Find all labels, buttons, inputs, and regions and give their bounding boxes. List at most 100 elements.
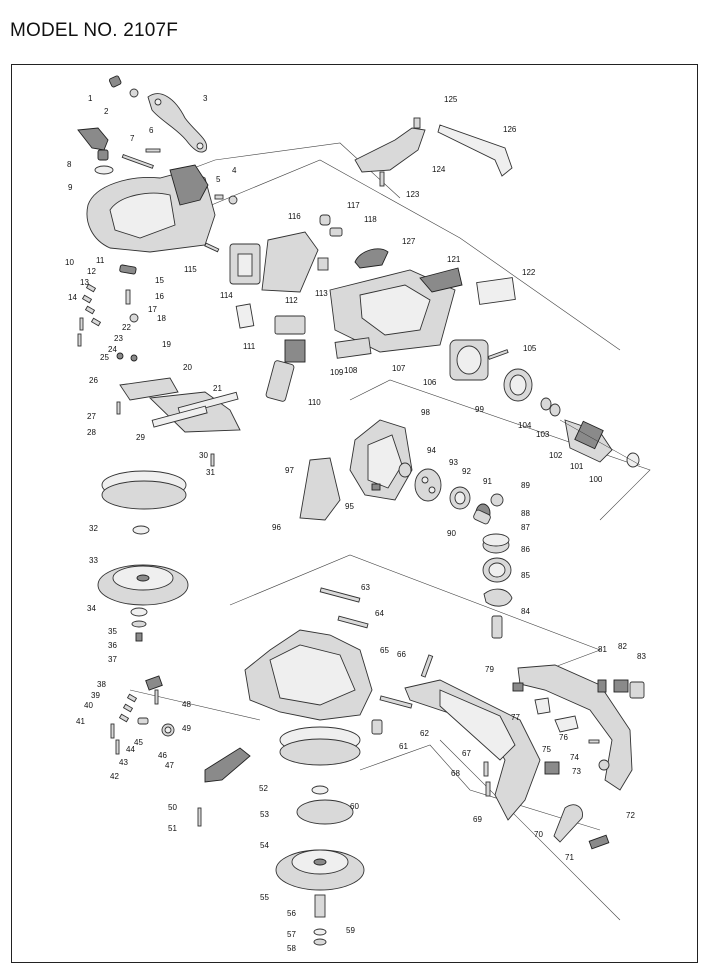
part-label-76: 76 bbox=[559, 733, 568, 742]
model-title: MODEL NO. 2107F bbox=[10, 20, 179, 41]
part-label-17: 17 bbox=[148, 305, 157, 314]
part-label-110: 110 bbox=[308, 398, 321, 407]
part-label-31: 31 bbox=[206, 468, 215, 477]
part-label-89: 89 bbox=[521, 481, 530, 490]
part-label-123: 123 bbox=[406, 190, 420, 199]
part-label-22: 22 bbox=[122, 323, 131, 332]
part-label-71: 71 bbox=[565, 853, 574, 862]
part-label-126: 126 bbox=[503, 125, 517, 134]
part-label-45: 45 bbox=[134, 738, 143, 747]
part-label-5: 5 bbox=[216, 175, 221, 184]
left-small-parts-column bbox=[77, 283, 102, 347]
part-label-35: 35 bbox=[108, 627, 117, 636]
upper-wheel-assembly bbox=[97, 470, 189, 642]
part-label-4: 4 bbox=[232, 166, 237, 175]
part-label-29: 29 bbox=[136, 433, 145, 442]
part-label-52: 52 bbox=[259, 784, 268, 793]
part-label-114: 114 bbox=[220, 291, 233, 300]
part-label-61: 61 bbox=[399, 742, 408, 751]
lower-guide-arm bbox=[404, 679, 541, 821]
part-label-33: 33 bbox=[89, 556, 98, 565]
part-label-55: 55 bbox=[260, 893, 269, 902]
part-label-54: 54 bbox=[260, 841, 269, 850]
top-bracket-assembly bbox=[354, 117, 513, 187]
part-label-6: 6 bbox=[149, 126, 154, 135]
part-label-38: 38 bbox=[97, 680, 106, 689]
part-label-95: 95 bbox=[345, 502, 354, 511]
part-label-97: 97 bbox=[285, 466, 294, 475]
part-label-7: 7 bbox=[130, 134, 135, 143]
part-label-24: 24 bbox=[108, 345, 117, 354]
part-label-46: 46 bbox=[158, 751, 167, 760]
part-label-77: 77 bbox=[511, 713, 520, 722]
part-label-90: 90 bbox=[447, 529, 456, 538]
part-label-34: 34 bbox=[87, 604, 96, 613]
part-label-40: 40 bbox=[84, 701, 93, 710]
part-label-115: 115 bbox=[184, 265, 197, 274]
part-label-86: 86 bbox=[521, 545, 530, 554]
part-label-60: 60 bbox=[350, 802, 359, 811]
diagram-frame bbox=[11, 64, 698, 963]
right-guide-assembly bbox=[512, 664, 645, 850]
part-label-44: 44 bbox=[126, 745, 135, 754]
part-label-67: 67 bbox=[462, 749, 471, 758]
part-label-3: 3 bbox=[203, 94, 208, 103]
part-label-23: 23 bbox=[114, 334, 123, 343]
part-label-109: 109 bbox=[330, 368, 344, 377]
part-label-65: 65 bbox=[380, 646, 389, 655]
part-label-53: 53 bbox=[260, 810, 269, 819]
part-label-74: 74 bbox=[570, 753, 579, 762]
part-label-92: 92 bbox=[462, 467, 471, 476]
part-label-118: 118 bbox=[364, 215, 377, 224]
part-label-84: 84 bbox=[521, 607, 530, 616]
part-label-15: 15 bbox=[155, 276, 164, 285]
lower-left-small-parts bbox=[110, 675, 251, 827]
part-label-79: 79 bbox=[485, 665, 494, 674]
part-label-20: 20 bbox=[183, 363, 192, 372]
part-label-62: 62 bbox=[420, 729, 429, 738]
part-label-68: 68 bbox=[451, 769, 460, 778]
motor-armature-assembly bbox=[449, 339, 641, 468]
part-label-112: 112 bbox=[285, 296, 298, 305]
part-label-82: 82 bbox=[618, 642, 627, 651]
part-label-70: 70 bbox=[534, 830, 543, 839]
part-label-104: 104 bbox=[518, 421, 532, 430]
part-label-88: 88 bbox=[521, 509, 530, 518]
part-label-2: 2 bbox=[104, 107, 109, 116]
part-label-1: 1 bbox=[88, 94, 93, 103]
lower-wheel-assembly bbox=[275, 726, 365, 946]
part-label-27: 27 bbox=[87, 412, 96, 421]
part-label-43: 43 bbox=[119, 758, 128, 767]
part-label-25: 25 bbox=[100, 353, 109, 362]
part-label-41: 41 bbox=[76, 717, 85, 726]
part-label-39: 39 bbox=[91, 691, 100, 700]
lower-frame-assembly bbox=[244, 587, 434, 735]
part-label-91: 91 bbox=[483, 477, 492, 486]
part-label-10: 10 bbox=[65, 258, 74, 267]
part-label-11: 11 bbox=[96, 256, 105, 265]
part-label-21: 21 bbox=[213, 384, 222, 393]
part-label-94: 94 bbox=[427, 446, 436, 455]
part-label-125: 125 bbox=[444, 95, 458, 104]
part-label-18: 18 bbox=[157, 314, 166, 323]
part-label-64: 64 bbox=[375, 609, 384, 618]
part-label-59: 59 bbox=[346, 926, 355, 935]
part-label-107: 107 bbox=[392, 364, 406, 373]
part-label-16: 16 bbox=[155, 292, 164, 301]
part-label-19: 19 bbox=[162, 340, 171, 349]
part-label-96: 96 bbox=[272, 523, 281, 532]
part-label-37: 37 bbox=[108, 655, 117, 664]
part-label-73: 73 bbox=[572, 767, 581, 776]
part-label-8: 8 bbox=[67, 160, 72, 169]
part-label-63: 63 bbox=[361, 583, 370, 592]
part-label-106: 106 bbox=[423, 378, 437, 387]
part-label-117: 117 bbox=[347, 201, 360, 210]
part-label-66: 66 bbox=[397, 650, 406, 659]
part-label-36: 36 bbox=[108, 641, 117, 650]
part-number-labels: 1 2 3 4 5 6 7 8 9 10 11 12 13 14 15 16 1… bbox=[65, 94, 646, 953]
part-label-108: 108 bbox=[344, 366, 358, 375]
part-label-9: 9 bbox=[68, 183, 73, 192]
part-label-127: 127 bbox=[402, 237, 416, 246]
part-label-113: 113 bbox=[315, 289, 328, 298]
